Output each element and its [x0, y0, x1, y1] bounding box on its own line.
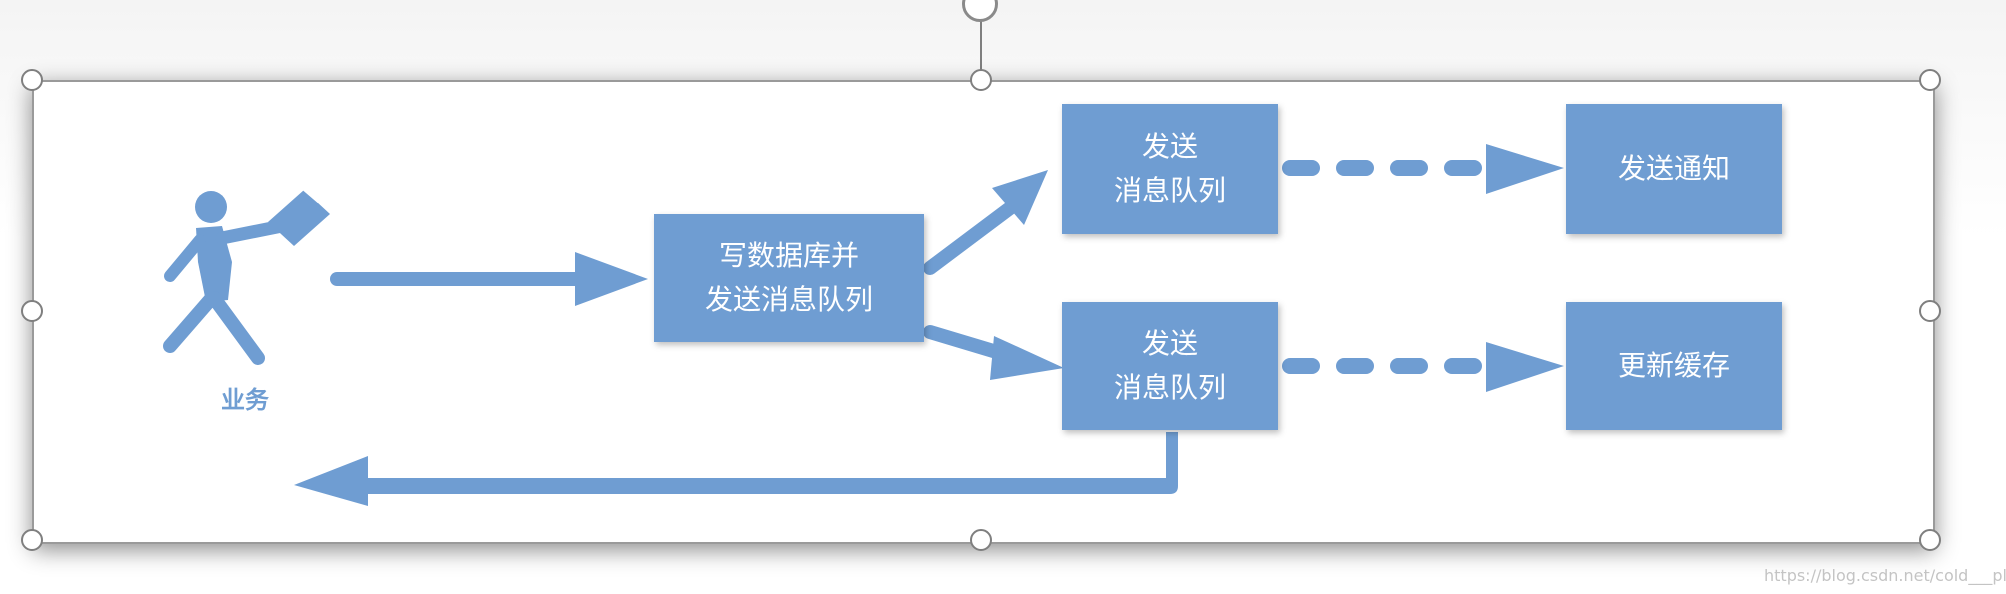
actor-label: 业务 — [221, 386, 269, 414]
queue-box-bottom: 发送 消息队列 — [1062, 302, 1278, 430]
resize-handle-middle-left[interactable] — [21, 300, 43, 322]
resize-handle-top-center[interactable] — [970, 69, 992, 91]
rotation-handle-stem — [980, 14, 982, 76]
rotate-handle-icon[interactable] — [962, 0, 998, 22]
resize-handle-top-right[interactable] — [1919, 69, 1941, 91]
main-process-box: 写数据库并 发送消息队列 — [654, 214, 924, 342]
resize-handle-bottom-left[interactable] — [21, 529, 43, 551]
arrow-main-to-queue-top — [923, 170, 1048, 275]
update-cache-box: 更新缓存 — [1566, 302, 1782, 430]
queue-box-top: 发送 消息队列 — [1062, 104, 1278, 234]
arrow-actor-to-main — [330, 252, 648, 306]
notify-box: 发送通知 — [1566, 104, 1782, 234]
resize-handle-bottom-right[interactable] — [1919, 529, 1941, 551]
arrow-main-to-queue-bottom — [923, 325, 1064, 380]
watermark: https://blog.csdn.net/cold___play — [1764, 566, 2006, 585]
return-arrow — [294, 432, 1178, 506]
resize-handle-bottom-center[interactable] — [970, 529, 992, 551]
walking-person-icon — [163, 189, 330, 365]
dashed-arrow-to-notify — [1282, 144, 1564, 194]
resize-handle-middle-right[interactable] — [1919, 300, 1941, 322]
resize-handle-top-left[interactable] — [21, 69, 43, 91]
dashed-arrow-to-cache — [1282, 342, 1564, 392]
